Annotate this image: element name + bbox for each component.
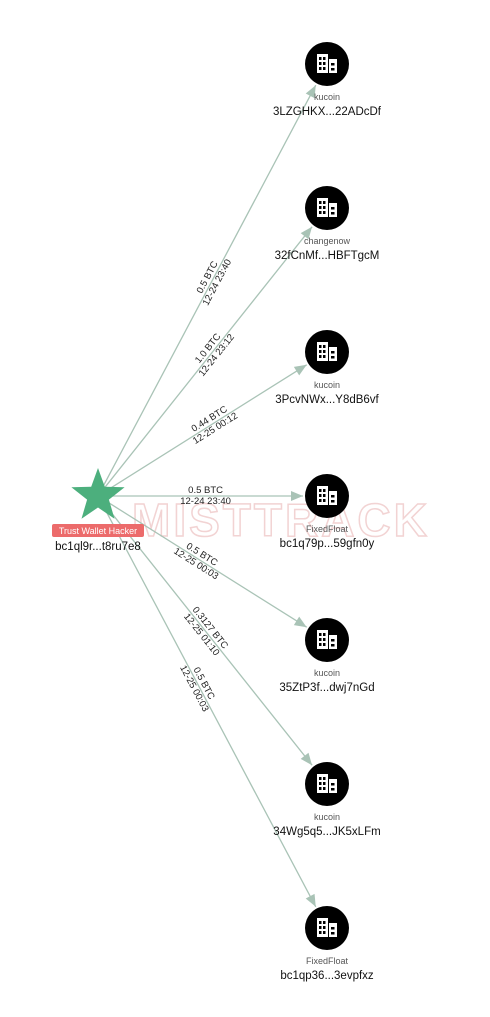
source-tag-badge [52,524,144,537]
nodes-layer: kucoin 3LZGHKX...22ADcDf changenow 32fCnMf.… [273,42,382,982]
edge-time: 12-24 23:40 [180,496,231,507]
node-address[interactable]: bc1qp36...3evpfxz [280,970,374,982]
exchange-label: changenow [304,236,351,246]
exchange-label: FixedFloat [306,956,349,966]
building-icon [317,342,337,361]
edge-line[interactable] [106,364,308,492]
node-address[interactable]: bc1q79p...59gfn0y [280,538,375,550]
exchange-node[interactable]: changenow 32fCnMf...HBFTgcM [275,186,380,262]
building-icon [317,198,337,217]
building-icon [317,630,337,649]
edge-line[interactable] [103,226,313,489]
edge-arrowhead [305,85,316,99]
edge-amount: 0.5 BTC [188,485,223,496]
exchange-node[interactable]: kucoin 3PcvNWx...Y8dB6vf [275,330,380,406]
building-icon [317,918,337,937]
building-icon [317,774,337,793]
watermark: MISTTRACK [132,494,430,546]
node-address[interactable]: 35ZtP3f...dwj7nGd [279,682,374,694]
star-icon [71,468,125,519]
exchange-node[interactable]: FixedFloat bc1qp36...3evpfxz [280,906,374,982]
exchange-node[interactable]: kucoin 34Wg5q5...JK5xLFm [273,762,381,838]
exchange-node[interactable]: kucoin 3LZGHKX...22ADcDf [273,42,382,118]
node-address[interactable]: 3LZGHKX...22ADcDf [273,106,382,118]
exchange-label: kucoin [314,92,340,102]
exchange-label: kucoin [314,812,340,822]
edge-line[interactable] [103,503,313,766]
source-node[interactable]: Trust Wallet Hacker bc1ql9r...t8ru7e8 [52,468,144,553]
source-tag: Trust Wallet Hacker [59,526,137,536]
edge-line[interactable] [102,84,317,488]
exchange-label: FixedFloat [306,524,349,534]
building-icon [317,486,337,505]
exchange-node[interactable]: FixedFloat bc1q79p...59gfn0y [280,474,375,550]
exchange-label: kucoin [314,668,340,678]
exchange-node[interactable]: kucoin 35ZtP3f...dwj7nGd [279,618,375,694]
exchange-label: kucoin [314,380,340,390]
edge-arrowhead [300,226,313,240]
edge-arrowhead [293,364,307,376]
edge-arrowhead [293,616,307,628]
node-address[interactable]: 32fCnMf...HBFTgcM [275,250,380,262]
node-address[interactable]: 3PcvNWx...Y8dB6vf [275,394,379,406]
node-address[interactable]: 34Wg5q5...JK5xLFm [273,826,380,838]
source-address[interactable]: bc1ql9r...t8ru7e8 [55,541,141,553]
edge-line[interactable] [102,504,317,908]
edge-arrowhead [291,491,303,501]
building-icon [317,54,337,73]
edge-arrowhead [300,752,313,766]
edge-line[interactable] [106,500,308,628]
edge-arrowhead [305,893,316,907]
